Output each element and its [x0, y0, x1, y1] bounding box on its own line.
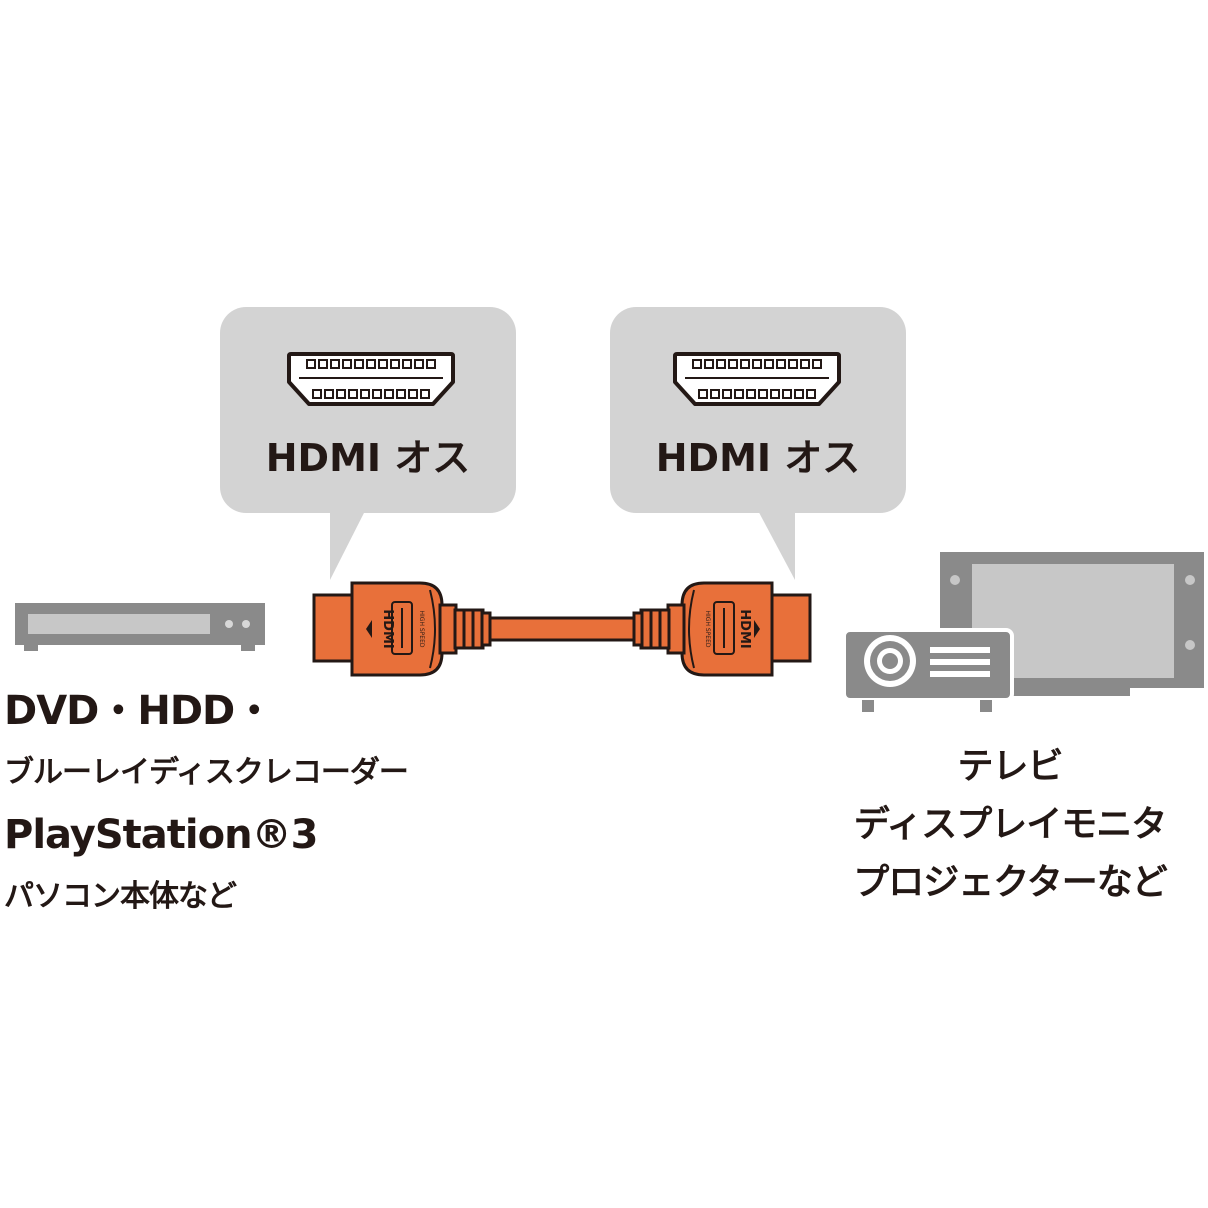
recorder-device-icon — [15, 603, 265, 651]
hdmi-port-icon — [673, 352, 841, 406]
source-line-4: パソコン本体など — [4, 879, 237, 914]
destination-device-list: テレビ ディスプレイモニタ プロジェクターなど — [815, 738, 1205, 912]
source-device-list: DVD・HDD・ ブルーレイディスクレコーダー PlayStation®3 パソ… — [4, 680, 409, 928]
source-line-3: PlayStation®3 — [4, 812, 318, 858]
source-line-2: ブルーレイディスクレコーダー — [4, 755, 409, 790]
plug-left-logo: HDMI — [380, 609, 395, 648]
plug-right-logo: HDMI — [737, 609, 752, 648]
hdmi-port-icon — [287, 352, 455, 406]
plug-left — [312, 581, 492, 677]
plug-right — [632, 581, 812, 677]
plug-left-sub: HIGH SPEED — [418, 611, 425, 648]
projector-icon — [842, 628, 1014, 712]
source-line-1: DVD・HDD・ — [4, 688, 274, 734]
connector-label-right: HDMI オス — [655, 436, 861, 480]
plug-right-sub: HIGH SPEED — [704, 611, 711, 648]
connector-label-left: HDMI オス — [265, 436, 471, 480]
hdmi-cable — [312, 581, 812, 677]
destination-line-2: ディスプレイモニタ — [853, 804, 1167, 845]
destination-line-3: プロジェクターなど — [853, 862, 1168, 903]
destination-line-1: テレビ — [957, 746, 1063, 787]
